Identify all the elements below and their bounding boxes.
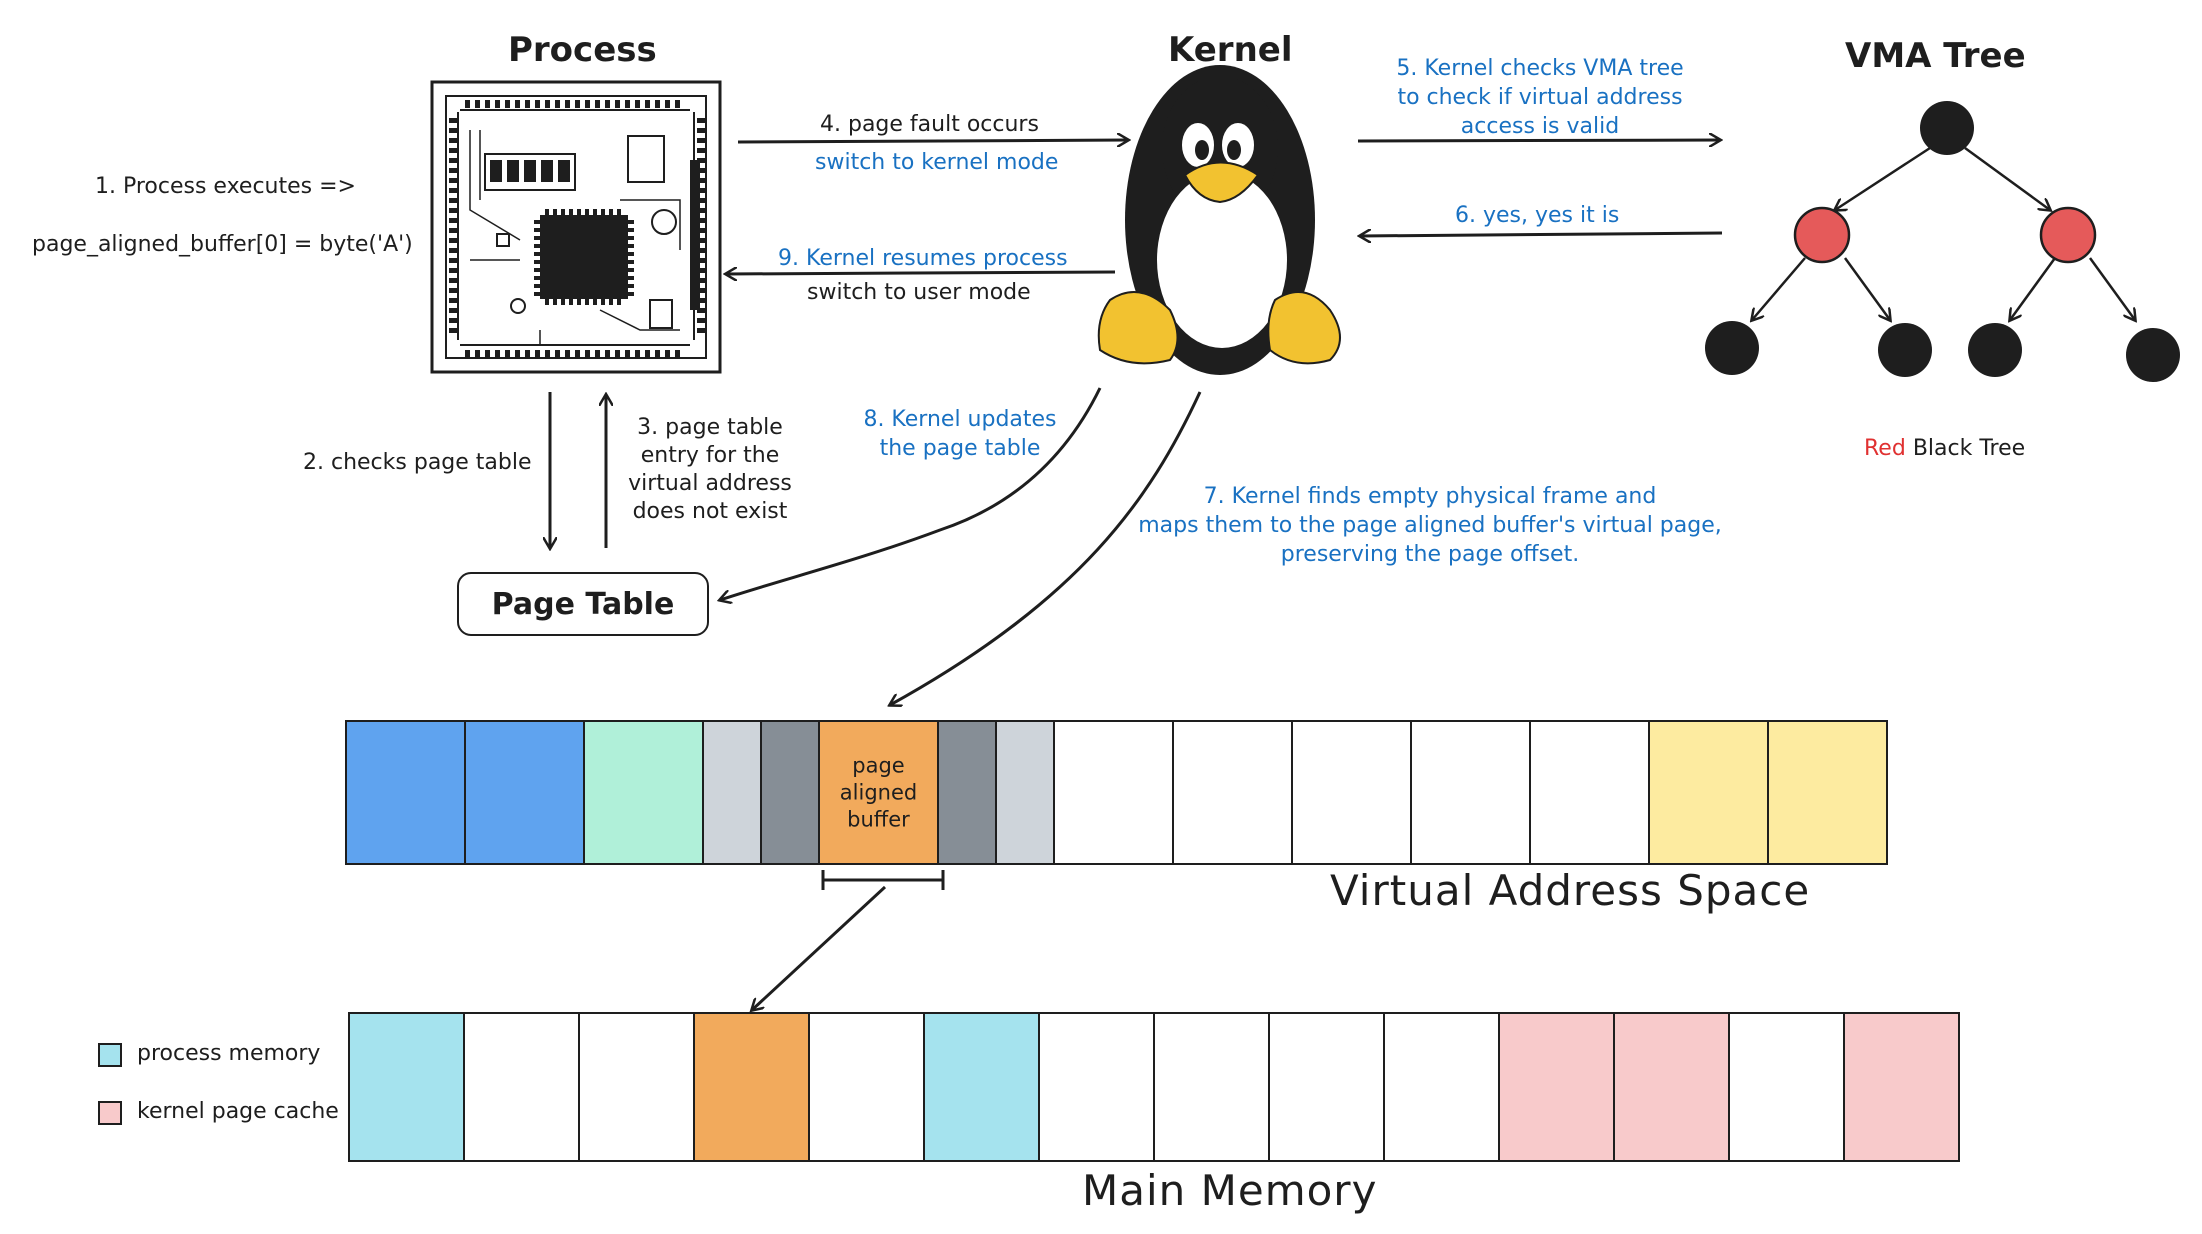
- arrow-vma-valid: [1360, 233, 1723, 236]
- rbt-caption-black: Black Tree: [1912, 436, 2026, 461]
- step7-label: 7. Kernel finds empty physical frame and…: [1130, 482, 1730, 569]
- main-memory-frame: [1038, 1012, 1155, 1162]
- vas-cell: [937, 720, 997, 865]
- vas-cell: [702, 720, 762, 865]
- legend-swatch-kernel-page-cache: [98, 1101, 122, 1125]
- arrow-buffer-to-frame: [752, 885, 887, 1010]
- virtual-address-space-title: Virtual Address Space: [1330, 866, 1811, 915]
- kernel-title: Kernel: [1168, 30, 1293, 70]
- legend-label-process-memory: process memory: [137, 1041, 321, 1066]
- vas-cell: [345, 720, 466, 865]
- main-memory-frame: [578, 1012, 695, 1162]
- page-table-box: Page Table: [457, 572, 709, 636]
- arrow-check-vma: [1357, 140, 1720, 141]
- tux-penguin-icon: [1097, 65, 1341, 375]
- rbt-caption-red: Red: [1864, 436, 1906, 461]
- step3-line3: virtual address: [628, 471, 792, 496]
- step8-label: 8. Kernel updates the page table: [850, 405, 1070, 463]
- step1-code: page_aligned_buffer[0] = byte('A'): [32, 232, 413, 257]
- main-memory-frame: [808, 1012, 925, 1162]
- step9-sub: switch to user mode: [807, 280, 1031, 305]
- main-memory-frame: [1383, 1012, 1500, 1162]
- tree-node-red-left: [1793, 206, 1851, 264]
- step8-line1: 8. Kernel updates: [863, 407, 1057, 432]
- main-memory-frame: [693, 1012, 810, 1162]
- main-memory-frame: [463, 1012, 580, 1162]
- main-memory-frame: [1268, 1012, 1385, 1162]
- vas-cell: [1529, 720, 1650, 865]
- vma-tree-title: VMA Tree: [1845, 36, 2026, 76]
- step3-line2: entry for the: [640, 443, 780, 468]
- page-aligned-buffer-label: page aligned buffer: [839, 753, 918, 831]
- step3-line1: 3. page table: [637, 415, 783, 440]
- step7-line1: 7. Kernel finds empty physical frame and: [1203, 484, 1657, 509]
- step1-label: 1. Process executes =>: [95, 174, 356, 199]
- main-memory-frame: [1613, 1012, 1730, 1162]
- tree-node-red-right: [2039, 206, 2097, 264]
- step3-line4: does not exist: [632, 499, 788, 524]
- tree-node-root: [1920, 101, 1974, 155]
- main-memory-frame: [1498, 1012, 1615, 1162]
- step3-label: 3. page table entry for the virtual addr…: [615, 414, 805, 526]
- main-memory-frame: [348, 1012, 465, 1162]
- vas-cell: [583, 720, 704, 865]
- process-title: Process: [508, 30, 657, 70]
- step8-line2: the page table: [879, 436, 1041, 461]
- legend-swatch-process-memory: [98, 1043, 122, 1067]
- vas-cell: [1648, 720, 1769, 865]
- vas-cell: [1053, 720, 1174, 865]
- arrow-map-frame: [890, 391, 1202, 705]
- vas-cell: [1410, 720, 1531, 865]
- vas-cell: [760, 720, 820, 865]
- vas-cell: [995, 720, 1055, 865]
- step5-label: 5. Kernel checks VMA tree to check if vi…: [1380, 54, 1700, 141]
- main-memory-title: Main Memory: [1082, 1166, 1378, 1215]
- step7-line2: maps them to the page aligned buffer's v…: [1138, 513, 1722, 538]
- arrow-update-page-table: [720, 387, 1102, 600]
- step2-label: 2. checks page table: [303, 450, 532, 475]
- step5-line3: access is valid: [1460, 114, 1620, 139]
- step4-sub: switch to kernel mode: [815, 150, 1059, 175]
- tree-node-leaf-3: [1968, 323, 2022, 377]
- arrow-resume-process: [726, 272, 1116, 274]
- main-memory-frame: [1153, 1012, 1270, 1162]
- vas-cell: [464, 720, 585, 865]
- vma-red-black-tree: [1705, 101, 2180, 382]
- process-chip-icon: [430, 80, 722, 374]
- step6-label: 6. yes, yes it is: [1455, 203, 1620, 228]
- tree-node-leaf-2: [1878, 323, 1932, 377]
- tree-node-leaf-1: [1705, 321, 1759, 375]
- tree-node-leaf-4: [2126, 328, 2180, 382]
- step5-line1: 5. Kernel checks VMA tree: [1396, 56, 1684, 81]
- step7-line3: preserving the page offset.: [1280, 542, 1580, 567]
- vas-cell: [1291, 720, 1412, 865]
- main-memory-frame: [1728, 1012, 1845, 1162]
- main-memory-frame: [923, 1012, 1040, 1162]
- step5-line2: to check if virtual address: [1397, 85, 1683, 110]
- vas-cell: [1172, 720, 1293, 865]
- arrow-page-fault: [737, 140, 1128, 142]
- vas-cell: [1767, 720, 1888, 865]
- rbt-caption: Red Black Tree: [1864, 436, 2025, 461]
- step9-label: 9. Kernel resumes process: [778, 246, 1068, 271]
- main-memory-frame: [1843, 1012, 1960, 1162]
- legend-label-kernel-page-cache: kernel page cache: [137, 1099, 339, 1124]
- vas-cell-page-aligned-buffer: page aligned buffer: [818, 720, 939, 865]
- step4-label: 4. page fault occurs: [820, 112, 1039, 137]
